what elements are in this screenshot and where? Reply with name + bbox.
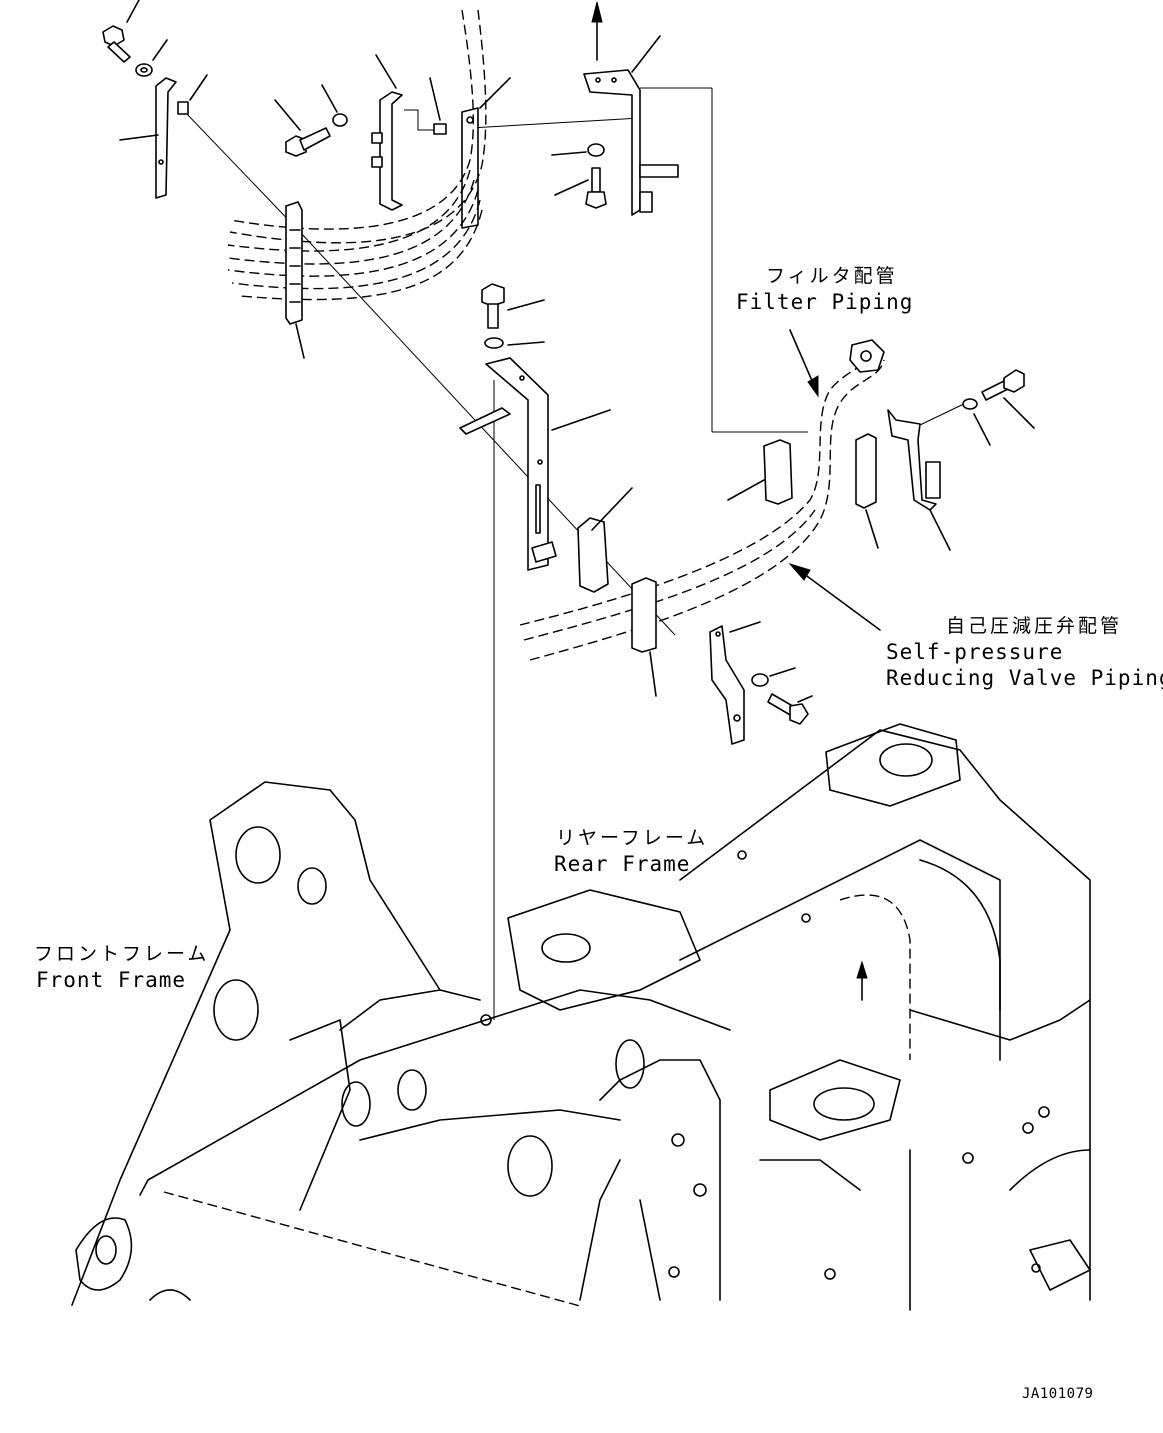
washer-icon bbox=[962, 398, 991, 446]
bolt-icon bbox=[981, 369, 1035, 429]
washer-icon bbox=[321, 84, 348, 127]
l-bracket-icon bbox=[887, 409, 951, 551]
angle-bracket-icon bbox=[583, 35, 679, 216]
front-frame bbox=[71, 781, 861, 1307]
piping-hose bbox=[519, 339, 1035, 745]
self-pressure-label-1: Self-pressure bbox=[886, 640, 1064, 664]
rear-frame-label-jp: リヤーフレーム bbox=[556, 827, 709, 849]
arrow-up-icon bbox=[591, 1, 603, 61]
washer-icon bbox=[751, 667, 796, 687]
middle-bracket-group bbox=[459, 283, 633, 593]
spacer-icon bbox=[404, 77, 447, 135]
filter-piping-label: Filter Piping bbox=[736, 290, 914, 314]
u-bracket-icon bbox=[371, 54, 403, 211]
bolt-icon bbox=[554, 167, 607, 209]
front-frame-label: Front Frame bbox=[36, 968, 187, 992]
clamp-plate-icon bbox=[119, 77, 177, 199]
washer-icon bbox=[135, 39, 168, 77]
comb-clamp-icon bbox=[285, 201, 305, 359]
drawing-code: JA101079 bbox=[1022, 1386, 1094, 1402]
washer-icon bbox=[484, 337, 545, 349]
spacer-icon bbox=[177, 74, 208, 115]
top-middle-hardware bbox=[274, 54, 511, 229]
clamp-block-icon bbox=[631, 577, 657, 697]
rear-frame-label: Rear Frame bbox=[554, 852, 691, 876]
bolt-icon bbox=[274, 99, 331, 157]
top-bracket-group bbox=[551, 1, 679, 216]
hose-bundle bbox=[227, 9, 487, 359]
clamp-block-icon bbox=[577, 487, 633, 593]
assembly-lines bbox=[184, 87, 973, 1020]
filter-piping-label-jp: フィルタ配管 bbox=[766, 265, 898, 287]
bolt-icon bbox=[481, 283, 545, 329]
front-frame-label-jp: フロントフレーム bbox=[34, 943, 210, 965]
bolt-icon bbox=[767, 693, 813, 725]
top-left-hardware bbox=[102, 0, 208, 199]
rear-frame bbox=[507, 723, 1091, 1311]
self-pressure-label-jp: 自己圧減圧弁配管 bbox=[946, 615, 1123, 637]
filter-fitting-icon bbox=[849, 339, 885, 373]
clamp-block-icon bbox=[727, 439, 793, 505]
bolt-icon bbox=[102, 0, 140, 63]
self-pressure-label-2: Reducing Valve Piping bbox=[886, 666, 1163, 690]
clamp-block-icon bbox=[855, 433, 879, 549]
leader-arrows bbox=[788, 329, 881, 631]
lower-bracket-icon bbox=[709, 621, 761, 745]
washer-icon bbox=[551, 143, 605, 157]
long-bracket-icon bbox=[459, 357, 611, 571]
